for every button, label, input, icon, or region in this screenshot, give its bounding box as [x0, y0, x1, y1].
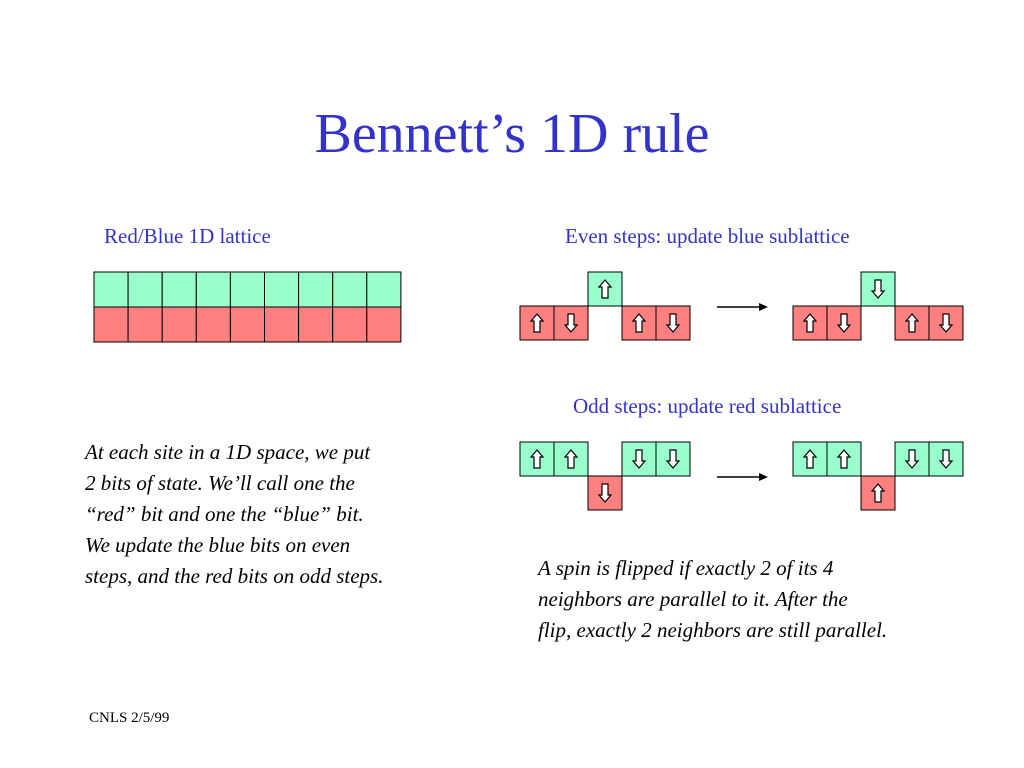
bottom-spin-cell	[826, 305, 862, 341]
red-lattice-cell	[366, 306, 402, 343]
down-arrow-icon	[904, 449, 920, 469]
red-lattice-cell	[161, 306, 197, 343]
blue-lattice-cell	[195, 271, 231, 308]
lattice-description-line: 2 bits of state. We’ll call one the	[85, 471, 355, 495]
blue-lattice-cell	[93, 271, 129, 308]
red-lattice-cell	[229, 306, 265, 343]
lattice-label: Red/Blue 1D lattice	[104, 224, 271, 248]
up-arrow-icon	[631, 313, 647, 333]
up-arrow-icon	[836, 449, 852, 469]
blue-lattice-cell	[366, 271, 402, 308]
down-arrow-icon	[836, 313, 852, 333]
transition-arrow-head	[759, 303, 768, 311]
lattice-description-line: At each site in a 1D space, we put	[85, 440, 371, 464]
blue-lattice-cell	[264, 271, 300, 308]
down-arrow-icon	[597, 483, 613, 503]
flip-rule-line: flip, exactly 2 neighbors are still para…	[538, 618, 888, 642]
down-arrow-icon	[665, 313, 681, 333]
odd-steps-label: Odd steps: update red sublattice	[573, 394, 842, 418]
down-arrow-icon	[870, 279, 886, 299]
page-title: Bennett’s 1D rule	[314, 103, 710, 165]
blue-lattice-cell	[332, 271, 368, 308]
down-arrow-icon	[938, 313, 954, 333]
red-lattice-cell	[127, 306, 163, 343]
up-arrow-icon	[870, 483, 886, 503]
up-arrow-icon	[802, 449, 818, 469]
up-arrow-icon	[529, 313, 545, 333]
up-arrow-icon	[802, 313, 818, 333]
bottom-spin-cell	[860, 475, 896, 511]
even-steps-label: Even steps: update blue sublattice	[565, 224, 850, 248]
red-lattice-cell	[93, 306, 129, 343]
top-spin-cell	[655, 441, 691, 477]
lattice-description-line: steps, and the red bits on odd steps.	[85, 564, 384, 588]
blue-lattice-cell	[127, 271, 163, 308]
flip-rule-line: neighbors are parallel to it. After the	[538, 587, 848, 611]
lattice-description-line: “red” bit and one the “blue” bit.	[85, 502, 364, 526]
flip-rule-line: A spin is flipped if exactly 2 of its 4	[538, 556, 834, 580]
blue-lattice-cell	[229, 271, 265, 308]
red-lattice-cell	[264, 306, 300, 343]
up-arrow-icon	[563, 449, 579, 469]
down-arrow-icon	[563, 313, 579, 333]
down-arrow-icon	[631, 449, 647, 469]
down-arrow-icon	[938, 449, 954, 469]
lattice-description: At each site in a 1D space, we put 2 bit…	[85, 437, 383, 592]
blue-lattice-cell	[161, 271, 197, 308]
red-lattice-cell	[298, 306, 334, 343]
flip-rule-description: A spin is flipped if exactly 2 of its 4 …	[538, 553, 887, 646]
up-arrow-icon	[904, 313, 920, 333]
red-lattice-cell	[332, 306, 368, 343]
footer-text: CNLS 2/5/99	[89, 710, 170, 726]
lattice-description-line: We update the blue bits on even	[85, 533, 351, 557]
down-arrow-icon	[665, 449, 681, 469]
red-lattice-cell	[195, 306, 231, 343]
up-arrow-icon	[529, 449, 545, 469]
transition-arrow-head	[759, 473, 768, 481]
up-arrow-icon	[597, 279, 613, 299]
blue-lattice-cell	[298, 271, 334, 308]
